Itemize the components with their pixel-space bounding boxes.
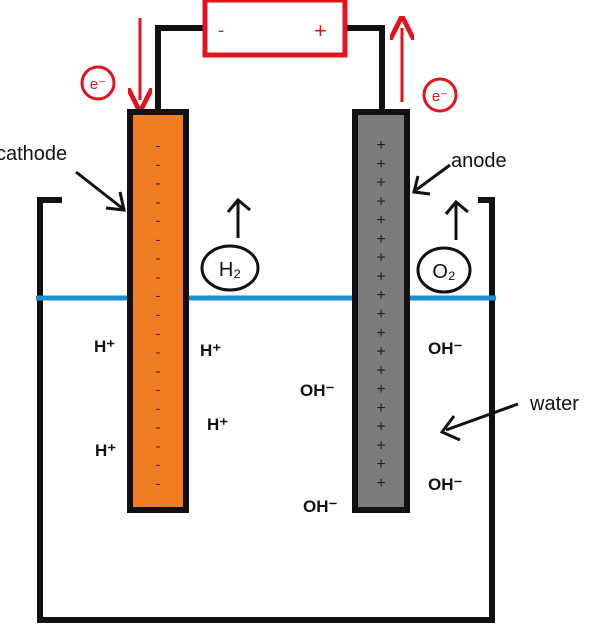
oxygen-bubble: O₂ xyxy=(416,199,472,294)
anode-positive-sign: + xyxy=(376,212,385,229)
anode-electrode xyxy=(352,109,410,513)
oxygen-rise-arrowhead xyxy=(444,199,469,215)
anode-positive-sign: + xyxy=(376,400,385,417)
battery xyxy=(202,0,348,58)
cathode-negative-sign: - xyxy=(156,381,161,397)
hydroxide-ion: OH⁻ xyxy=(300,381,335,400)
anode-positive-sign: + xyxy=(376,175,385,192)
cathode-negative-sign: - xyxy=(156,212,161,228)
hydrogen-rise-arrowhead xyxy=(226,197,251,213)
anode-positive-sign: + xyxy=(376,419,385,436)
anode-pointer-arrow xyxy=(415,163,451,192)
hydroxide-ion: OH⁻ xyxy=(428,475,463,494)
hydrogen-ion: H⁺ xyxy=(94,337,115,356)
water-label: water xyxy=(529,393,579,415)
electron-badge-right: e⁻ xyxy=(422,77,458,113)
cathode-negative-sign: - xyxy=(156,175,161,191)
hydrogen-ion: H⁺ xyxy=(200,341,221,360)
anode-positive-sign: + xyxy=(376,344,385,361)
cathode-label: cathode xyxy=(0,143,67,165)
electron-label-right: e⁻ xyxy=(432,88,448,105)
anode-charge-signs: +++++++++++++++++++ xyxy=(376,137,385,492)
water-pointer-arrow xyxy=(445,402,519,432)
cathode-negative-sign: - xyxy=(156,456,161,472)
hydrogen-ion: H⁺ xyxy=(95,441,116,460)
oxygen-formula: O₂ xyxy=(432,261,455,283)
cathode-pointer-arrowhead xyxy=(105,191,126,212)
anode-positive-sign: + xyxy=(376,287,385,304)
hydroxide-ion: OH⁻ xyxy=(428,339,463,358)
anode-positive-sign: + xyxy=(376,437,385,454)
cathode-negative-sign: - xyxy=(156,287,161,303)
electron-label-left: e⁻ xyxy=(90,76,106,93)
cathode-negative-sign: - xyxy=(156,475,161,491)
cathode-negative-sign: - xyxy=(156,250,161,266)
cathode-negative-sign: - xyxy=(156,419,161,435)
electron-badge-left: e⁻ xyxy=(80,65,116,101)
anode-positive-sign: + xyxy=(376,268,385,285)
anode-positive-sign: + xyxy=(376,306,385,323)
anode-label: anode xyxy=(451,150,507,172)
anode-positive-sign: + xyxy=(376,156,385,173)
cathode-negative-sign: - xyxy=(156,437,161,453)
hydrogen-bubble: H₂ xyxy=(200,197,260,292)
cathode-negative-sign: - xyxy=(156,156,161,172)
battery-positive-terminal: + xyxy=(314,18,327,43)
cathode-negative-sign: - xyxy=(156,400,161,416)
cathode-negative-sign: - xyxy=(156,268,161,284)
cathode-negative-sign: - xyxy=(156,325,161,341)
water-pointer-arrowhead xyxy=(439,415,461,442)
anode-positive-sign: + xyxy=(376,250,385,267)
anode-positive-sign: + xyxy=(376,193,385,210)
cathode-negative-sign: - xyxy=(156,193,161,209)
cathode-electrode xyxy=(127,109,189,513)
anode-positive-sign: + xyxy=(376,381,385,398)
anode-positive-sign: + xyxy=(376,325,385,342)
cathode-charge-signs: - - - - - - - - - - - - - - - - - - - xyxy=(156,137,161,491)
beaker-container xyxy=(37,197,495,623)
cathode-negative-sign: - xyxy=(156,306,161,322)
hydroxide-ion: OH⁻ xyxy=(303,497,338,516)
cathode-negative-sign: - xyxy=(156,344,161,360)
cathode-negative-sign: - xyxy=(156,362,161,378)
cathode-negative-sign: - xyxy=(156,231,161,247)
hydrogen-ion: H⁺ xyxy=(207,415,228,434)
anode-positive-sign: + xyxy=(376,475,385,492)
cathode-pointer-arrow xyxy=(75,170,123,210)
hydrogen-formula: H₂ xyxy=(219,259,241,281)
cathode-negative-sign: - xyxy=(156,137,161,153)
anode-positive-sign: + xyxy=(376,231,385,248)
wire-right xyxy=(345,25,385,112)
anode-positive-sign: + xyxy=(376,362,385,379)
wire-left xyxy=(155,25,205,112)
anode-positive-sign: + xyxy=(376,456,385,473)
battery-negative-terminal: - xyxy=(218,20,224,40)
anode-positive-sign: + xyxy=(376,137,385,154)
anode-pointer-arrowhead xyxy=(412,175,431,196)
